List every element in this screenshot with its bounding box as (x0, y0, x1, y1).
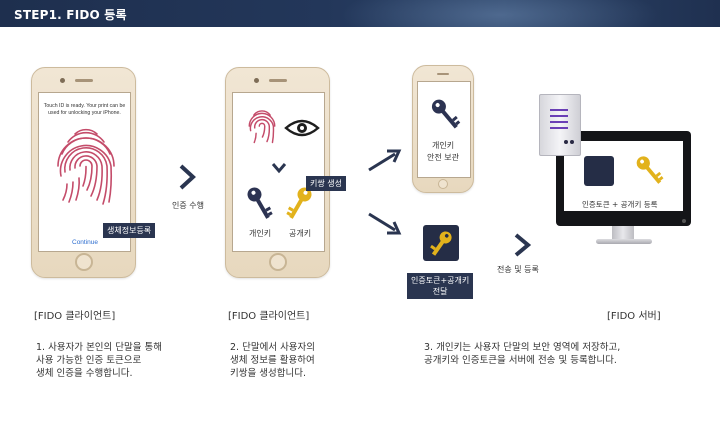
description-line: 2. 단말에서 사용자의 (230, 342, 316, 353)
phone-speaker (74, 79, 93, 82)
public-key-label: 공개키 (289, 229, 312, 238)
chevron-right-icon (179, 164, 196, 190)
arrow-icon (368, 212, 402, 235)
public-key-icon (430, 231, 452, 256)
page-title: STEP1. FIDO 등록 (14, 8, 127, 22)
phone-1: Touch ID is ready. Your print can be use… (31, 67, 136, 278)
home-button (438, 179, 448, 189)
token-key-box (423, 225, 459, 261)
phone-3: 개인키 안전 보관 (412, 65, 474, 193)
public-key-icon (636, 156, 664, 184)
touch-id-text-1: Touch ID is ready. Your print can be (43, 103, 126, 109)
section-label-client-2: [FIDO 클라이언트] (228, 311, 310, 322)
page-header: STEP1. FIDO 등록 (0, 0, 720, 27)
server-led (564, 140, 568, 144)
send-register-label: 전송 및 등록 (497, 265, 539, 274)
fingerprint-icon (57, 128, 115, 205)
private-key-icon (431, 99, 461, 129)
description-line: 3. 개인키는 사용자 단말의 보안 영역에 저장하고, (424, 342, 621, 353)
monitor-screen: 인증토큰 + 공개키 등록 (564, 141, 683, 211)
phone-speaker (437, 73, 449, 75)
server-icon (539, 94, 581, 156)
server-bar (550, 127, 568, 129)
server-bar (550, 109, 568, 111)
token-pubkey-line1: 인증토큰+공개키 (411, 276, 470, 285)
description-line: 키쌍을 생성합니다. (230, 368, 306, 379)
touch-id-text-2: used for unlocking your iPhone. (48, 110, 121, 116)
keypair-generate-tag: 키쌍 생성 (306, 176, 346, 191)
chevron-down-icon (271, 163, 287, 174)
secure-storage-label: 안전 보관 (427, 153, 459, 162)
description-line: 생체 인증을 수행합니다. (36, 368, 133, 379)
private-key-label: 개인키 (249, 229, 272, 238)
monitor-base (596, 239, 652, 244)
section-label-client-1: [FIDO 클라이언트] (34, 311, 116, 322)
description-line: 1. 사용자가 본인의 단말을 통해 (36, 342, 163, 353)
description-step-3: 3. 개인키는 사용자 단말의 보안 영역에 저장하고, 공개키와 인증토큰을 … (424, 341, 620, 367)
section-label-server: [FIDO 서버] (607, 311, 661, 322)
server-bar (550, 115, 568, 117)
biometric-register-tag: 생체정보등록 (103, 223, 156, 238)
monitor-stand (612, 226, 634, 240)
token-pubkey-line2: 전달 (432, 287, 448, 296)
chevron-right-icon (514, 233, 532, 257)
phone-camera (254, 78, 259, 83)
server-register-label: 인증토큰 + 공개키 등록 (582, 200, 658, 209)
home-button (74, 253, 93, 271)
arrow-icon (368, 149, 402, 172)
description-line: 공개키와 인증토큰을 서버에 전송 및 등록합니다. (424, 355, 617, 366)
private-key-label: 개인키 (432, 141, 455, 150)
phone-1-screen: Touch ID is ready. Your print can be use… (38, 92, 131, 252)
home-button (268, 253, 287, 271)
server-led (570, 140, 574, 144)
monitor-power-button (682, 219, 686, 223)
phone-2: 개인키 공개키 (225, 67, 330, 278)
token-pubkey-tag: 인증토큰+공개키 전달 (407, 273, 474, 299)
private-key-icon (247, 187, 273, 219)
eye-icon (284, 119, 320, 137)
phone-2-screen: 개인키 공개키 (232, 92, 325, 252)
description-step-1: 1. 사용자가 본인의 단말을 통해 사용 가능한 인증 토큰으로 생체 인증을… (36, 341, 162, 380)
phone-camera (60, 78, 65, 83)
description-step-2: 2. 단말에서 사용자의 생체 정보를 활용하여 키쌍을 생성합니다. (230, 341, 315, 380)
token-square-icon (584, 156, 614, 186)
continue-button[interactable]: Continue (72, 239, 99, 246)
header-glow (340, 0, 660, 27)
fingerprint-icon (248, 110, 276, 144)
description-line: 사용 가능한 인증 토큰으로 (36, 355, 142, 366)
authenticate-label: 인증 수행 (172, 201, 204, 210)
description-line: 생체 정보를 활용하여 (230, 355, 315, 366)
phone-speaker (268, 79, 287, 82)
phone-3-screen: 개인키 안전 보관 (417, 81, 471, 178)
server-bar (550, 121, 568, 123)
